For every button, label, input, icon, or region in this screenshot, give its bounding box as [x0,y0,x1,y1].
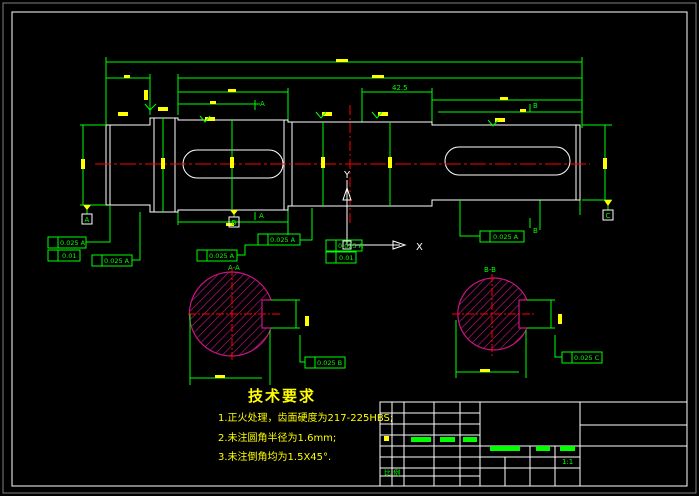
tech-title: 技术要求 [248,387,316,405]
technical-requirements: 技术要求 1.正火处理，齿面硬度为217-225HBS; 2.未注圆角半径为1.… [218,387,393,463]
svg-text:B: B [533,227,538,235]
svg-text:0.025 A: 0.025 A [104,257,130,265]
svg-text:0.025 A: 0.025 A [60,239,86,247]
title-block-cell-1: 比 例 [384,468,400,477]
outer-border [11,11,688,487]
svg-text:C: C [606,212,611,220]
svg-text:A: A [259,212,264,220]
section-b-b: B-B [452,266,562,378]
svg-text:0.025 A: 0.025 A [493,233,519,241]
svg-text:B: B [232,219,237,227]
tolerance-frames: 0.025 A 0.01 0.025 A 0.025 A 0.025 A 0.0… [47,200,603,369]
shaft-outline [105,117,581,213]
section-a-a: A-A [188,264,309,385]
svg-text:0.025 A: 0.025 A [338,242,364,250]
surface-finish-marks [118,90,505,127]
dimension-42-5: 42.5 [392,84,408,92]
datum-b: B [228,210,240,228]
svg-text:0.025 A: 0.025 A [209,252,235,260]
datum-a: A [81,205,93,225]
svg-text:0.025 B: 0.025 B [317,359,342,367]
axis-x-label: X [416,242,423,253]
svg-text:0.025 C: 0.025 C [574,354,600,362]
svg-text:0.025 A: 0.025 A [270,236,296,244]
section-a-a-label: A-A [228,264,240,272]
svg-text:A: A [85,216,90,224]
datum-c: C [602,200,614,221]
axis-indicator: Y X [342,170,423,253]
svg-text:B: B [533,102,538,110]
section-marks: A A B B [254,100,538,235]
tech-line-1: 1.正火处理，齿面硬度为217-225HBS; [218,411,393,424]
svg-text:0.01: 0.01 [339,254,353,262]
tech-line-2: 2.未注圆角半径为1.6mm; [218,431,336,444]
svg-text:A: A [260,100,265,108]
svg-text:0.01: 0.01 [62,252,76,260]
title-block: 比 例 1:1 [379,401,688,487]
tech-line-3: 3.未注倒角均为1.5X45°. [218,450,331,463]
section-b-b-label: B-B [484,266,496,274]
keyway-right [444,146,571,176]
dimension-lines: 42.5 [105,57,583,235]
title-block-cell-2: 1:1 [562,458,573,466]
axis-y-label: Y [343,170,351,181]
diameter-marks [80,118,612,212]
